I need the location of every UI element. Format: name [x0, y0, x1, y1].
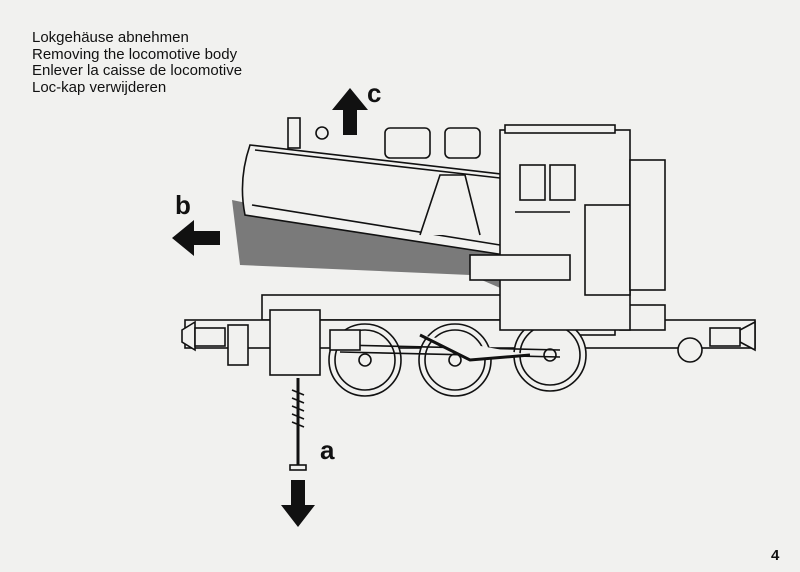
- title-dutch: Loc-kap verwijderen: [32, 78, 167, 96]
- arrow-up-icon: [332, 88, 368, 135]
- label-c: c: [367, 78, 382, 108]
- arrow-left-icon: [172, 220, 220, 256]
- title-french: Enlever la caisse de locomotive: [32, 62, 243, 79]
- label-a: a: [320, 435, 335, 465]
- title-german: Lokgehäuse abnehmen: [32, 29, 189, 46]
- label-b: b: [175, 190, 191, 220]
- title-english: Removing the locomotive body: [32, 45, 238, 63]
- screw: [289, 378, 307, 471]
- wheels: [328, 318, 587, 397]
- page-number: 4: [771, 547, 780, 564]
- arrow-down-icon: [281, 480, 315, 527]
- locomotive-body: [241, 117, 666, 331]
- instruction-titles: Lokgehäuse abnehmen Removing the locomot…: [32, 29, 243, 96]
